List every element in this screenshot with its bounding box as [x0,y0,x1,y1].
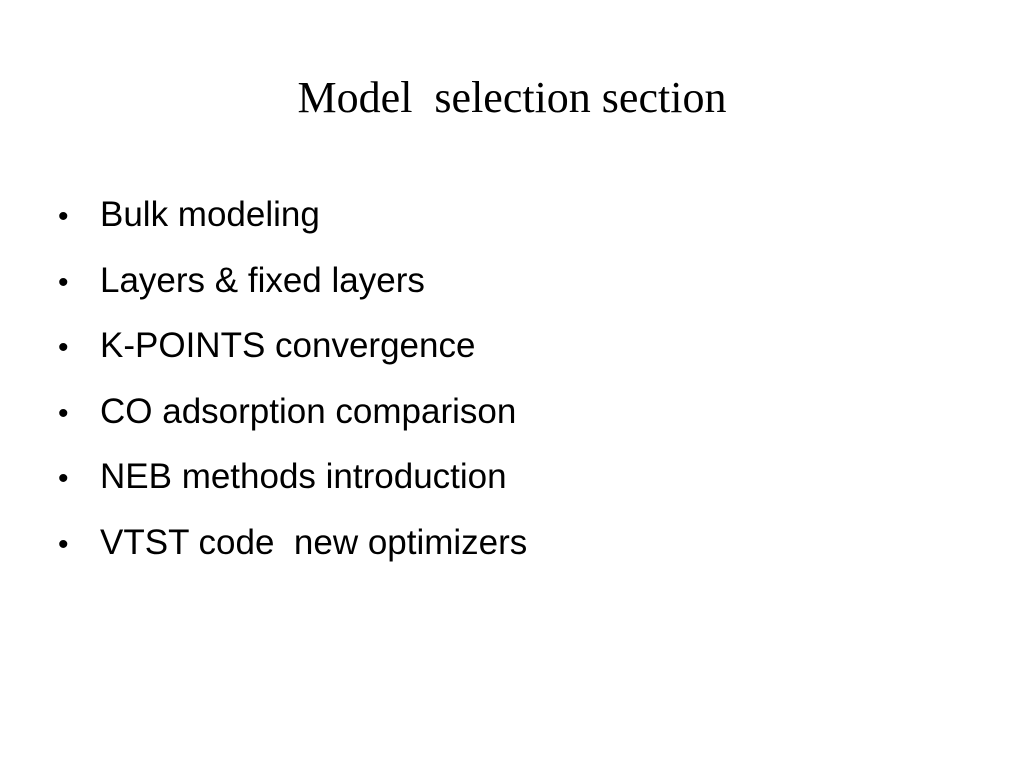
bullet-item-layers: • Layers & fixed layers [58,248,978,314]
bullet-dot-icon: • [58,265,69,299]
bullet-text: NEB methods introduction [100,457,507,496]
bullet-item-co-adsorption: • CO adsorption comparison [58,379,978,445]
bullet-dot-icon: • [58,527,69,561]
bullet-text: Bulk modeling [100,195,320,234]
bullet-item-kpoints: • K-POINTS convergence [58,313,978,379]
bullet-text: VTST code new optimizers [100,522,528,562]
bullet-text: K-POINTS convergence [100,326,476,365]
slide-title: Model selection section [297,73,727,122]
bullet-dot-icon: • [58,462,69,495]
bullet-item-vtst-code: • VTST code new optimizers [58,510,978,576]
bullet-dot-icon: • [58,331,69,364]
bullet-item-bulk-modeling: • Bulk modeling [58,182,978,248]
bullet-dot-icon: • [58,200,69,233]
bullet-dot-icon: • [58,396,69,430]
bullet-list: • Bulk modeling • Layers & fixed layers … [58,182,978,575]
bullet-text: Layers & fixed layers [100,260,425,300]
bullet-item-neb-methods: • NEB methods introduction [58,444,978,510]
bullet-text: CO adsorption comparison [100,391,517,431]
